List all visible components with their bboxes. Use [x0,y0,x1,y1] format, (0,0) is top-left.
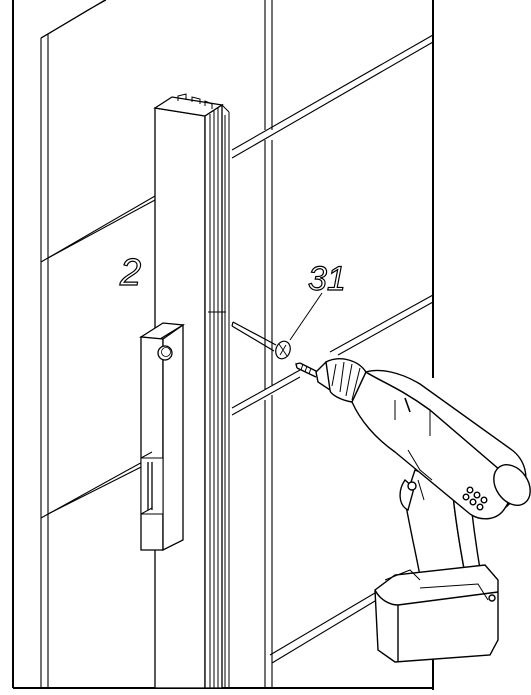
screw-label: 31 [308,260,346,298]
drill-chuck [315,358,367,403]
drill-battery [374,564,499,663]
tile-grid-lines [40,0,434,688]
spacer-hole [157,345,173,361]
callout-labels: 2 31 [118,251,346,298]
spacer-bar [139,322,185,552]
wall-tiles [40,0,434,688]
screw [231,321,291,360]
drill-body [351,369,531,520]
diagram-frame [12,0,434,690]
drill-bit [295,362,319,378]
callout-leaders [289,292,323,341]
profile-label: 2 [119,252,141,294]
cordless-drill [295,358,531,663]
